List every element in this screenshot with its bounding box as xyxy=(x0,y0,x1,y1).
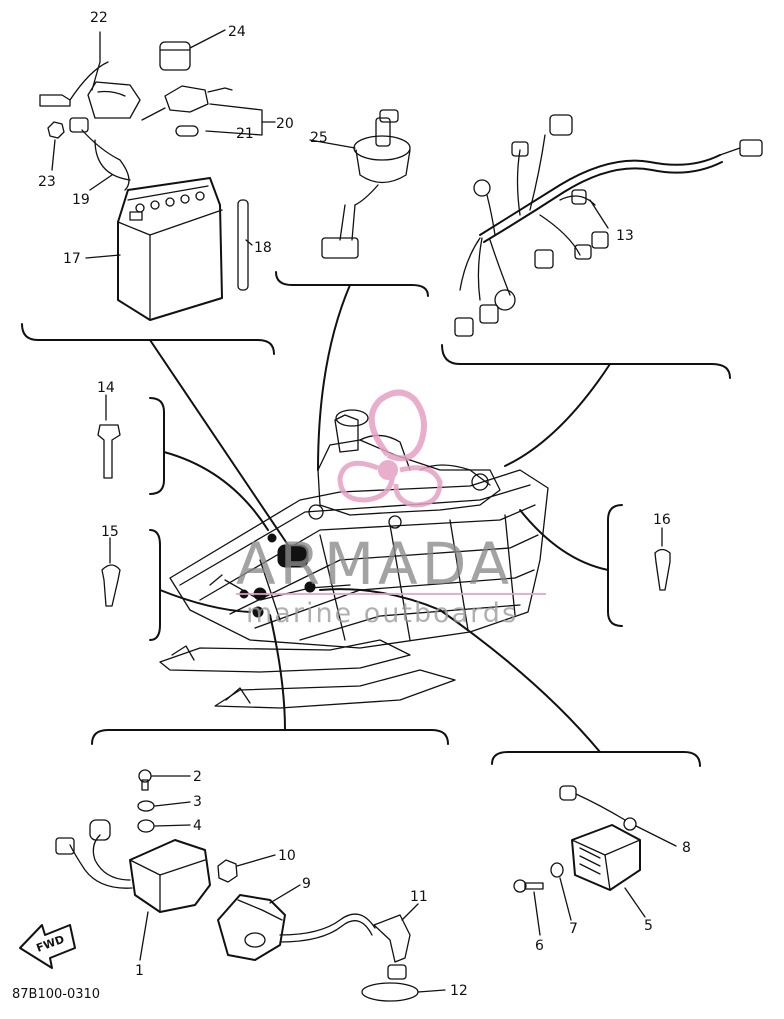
part-15-clamp xyxy=(101,564,121,607)
part-4-washer xyxy=(137,819,155,833)
callout-15: 15 xyxy=(101,524,119,540)
leader-lines xyxy=(51,29,677,993)
part-19-battery-cable xyxy=(69,117,131,191)
part-3-washer xyxy=(137,800,155,812)
group-bracket-15 xyxy=(149,529,251,641)
callout-24: 24 xyxy=(228,24,246,40)
group-bracket-battery xyxy=(21,323,291,549)
part-21-fuse xyxy=(175,125,199,137)
part-12-spark-plug-cap xyxy=(361,964,419,1002)
part-24-fuse-holder xyxy=(159,41,191,71)
callout-17: 17 xyxy=(63,251,81,267)
group-bracket-14 xyxy=(149,397,269,531)
callout-21: 21 xyxy=(236,126,254,142)
part-17-battery xyxy=(117,177,223,321)
part-9-ignition-coil xyxy=(217,894,376,961)
part-25-main-switch xyxy=(321,109,411,259)
part-10-nut xyxy=(217,859,238,883)
callout-19: 19 xyxy=(72,192,90,208)
group-bracket-wire-harness xyxy=(441,344,731,467)
callout-1: 1 xyxy=(135,963,144,979)
callout-9: 9 xyxy=(302,876,311,892)
callout-10: 10 xyxy=(278,848,296,864)
callout-5: 5 xyxy=(644,918,653,934)
part-1-cdi-unit xyxy=(55,819,211,913)
part-13-wire-harness xyxy=(454,114,763,337)
part-7-washer xyxy=(550,862,564,878)
part-6-bolt xyxy=(513,879,544,893)
group-bracket-ignition xyxy=(91,614,449,745)
group-bracket-16 xyxy=(519,504,623,627)
callout-18: 18 xyxy=(254,240,272,256)
part-23-nut xyxy=(47,121,65,139)
part-16-clamp xyxy=(654,548,671,591)
part-5-rectifier-regulator xyxy=(571,824,641,891)
callout-12: 12 xyxy=(450,983,468,999)
callout-16: 16 xyxy=(653,512,671,528)
callout-11: 11 xyxy=(410,889,428,905)
part-22-starter-relay xyxy=(39,61,141,119)
callout-20: 20 xyxy=(276,116,294,132)
group-bracket-main-switch xyxy=(275,271,429,471)
fwd-label: FWD xyxy=(35,933,66,955)
callout-13: 13 xyxy=(616,228,634,244)
armada-logo-icon xyxy=(337,389,443,508)
callout-6: 6 xyxy=(535,938,544,954)
watermark-brand: ARMADA xyxy=(236,530,513,598)
callout-7: 7 xyxy=(569,921,578,937)
callout-25: 25 xyxy=(310,130,328,146)
callout-14: 14 xyxy=(97,380,115,396)
fwd-arrow-icon xyxy=(19,924,76,969)
part-2-bolt xyxy=(138,769,152,791)
part-18-battery-strap xyxy=(237,199,249,291)
part-20-fuse-holder-wire xyxy=(141,85,233,121)
drawing-code: 87B100-0310 xyxy=(12,987,100,1002)
callout-2: 2 xyxy=(193,769,202,785)
callout-labels: 1 2 3 4 5 6 7 8 9 10 11 12 13 14 15 16 1… xyxy=(38,10,691,999)
callout-4: 4 xyxy=(193,818,202,834)
watermark-tagline: marine outboards xyxy=(246,598,518,629)
part-8-lead-wire xyxy=(559,785,637,831)
callout-8: 8 xyxy=(682,840,691,856)
part-11-plug-cap xyxy=(373,914,411,963)
callout-23: 23 xyxy=(38,174,56,190)
part-14-clamp xyxy=(97,424,121,479)
callout-22: 22 xyxy=(90,10,108,26)
callout-3: 3 xyxy=(193,794,202,810)
